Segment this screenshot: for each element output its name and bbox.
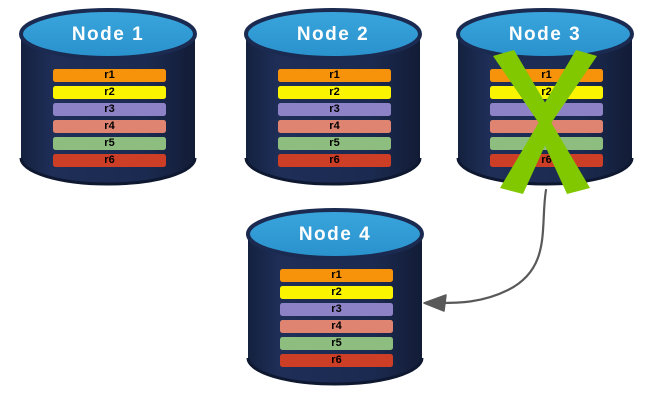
- row-item[interactable]: r1: [278, 69, 391, 82]
- row-item[interactable]: r6: [280, 354, 393, 367]
- row-item[interactable]: r3: [53, 103, 166, 116]
- node-cylinder-4[interactable]: Node 4 r1 r2 r3 r4 r5 r6: [245, 208, 425, 388]
- row-item[interactable]: r6: [278, 154, 391, 167]
- row-list: r1 r2 r3 r4 r5 r6: [280, 269, 393, 371]
- row-item[interactable]: r4: [53, 120, 166, 133]
- row-item[interactable]: r2: [278, 86, 391, 99]
- row-item[interactable]: r1: [280, 269, 393, 282]
- arrow-node3-to-node4: [423, 188, 548, 312]
- node-cylinder-2[interactable]: Node 2 r1 r2 r3 r4 r5 r6: [243, 8, 423, 188]
- row-item[interactable]: r2: [53, 86, 166, 99]
- row-item[interactable]: r3: [280, 303, 393, 316]
- row-list: r1 r2 r3 r4 r5 r6: [53, 69, 166, 171]
- row-item[interactable]: r4: [280, 320, 393, 333]
- row-item[interactable]: r5: [278, 137, 391, 150]
- row-item[interactable]: r3: [278, 103, 391, 116]
- row-item[interactable]: r1: [53, 69, 166, 82]
- row-item[interactable]: r2: [280, 286, 393, 299]
- row-item[interactable]: r5: [280, 337, 393, 350]
- row-item[interactable]: r5: [53, 137, 166, 150]
- row-list: r1 r2 r3 r4 r5 r6: [278, 69, 391, 171]
- node-cylinder-1[interactable]: Node 1 r1 r2 r3 r4 r5 r6: [18, 8, 198, 188]
- row-item[interactable]: r4: [278, 120, 391, 133]
- row-item[interactable]: r6: [53, 154, 166, 167]
